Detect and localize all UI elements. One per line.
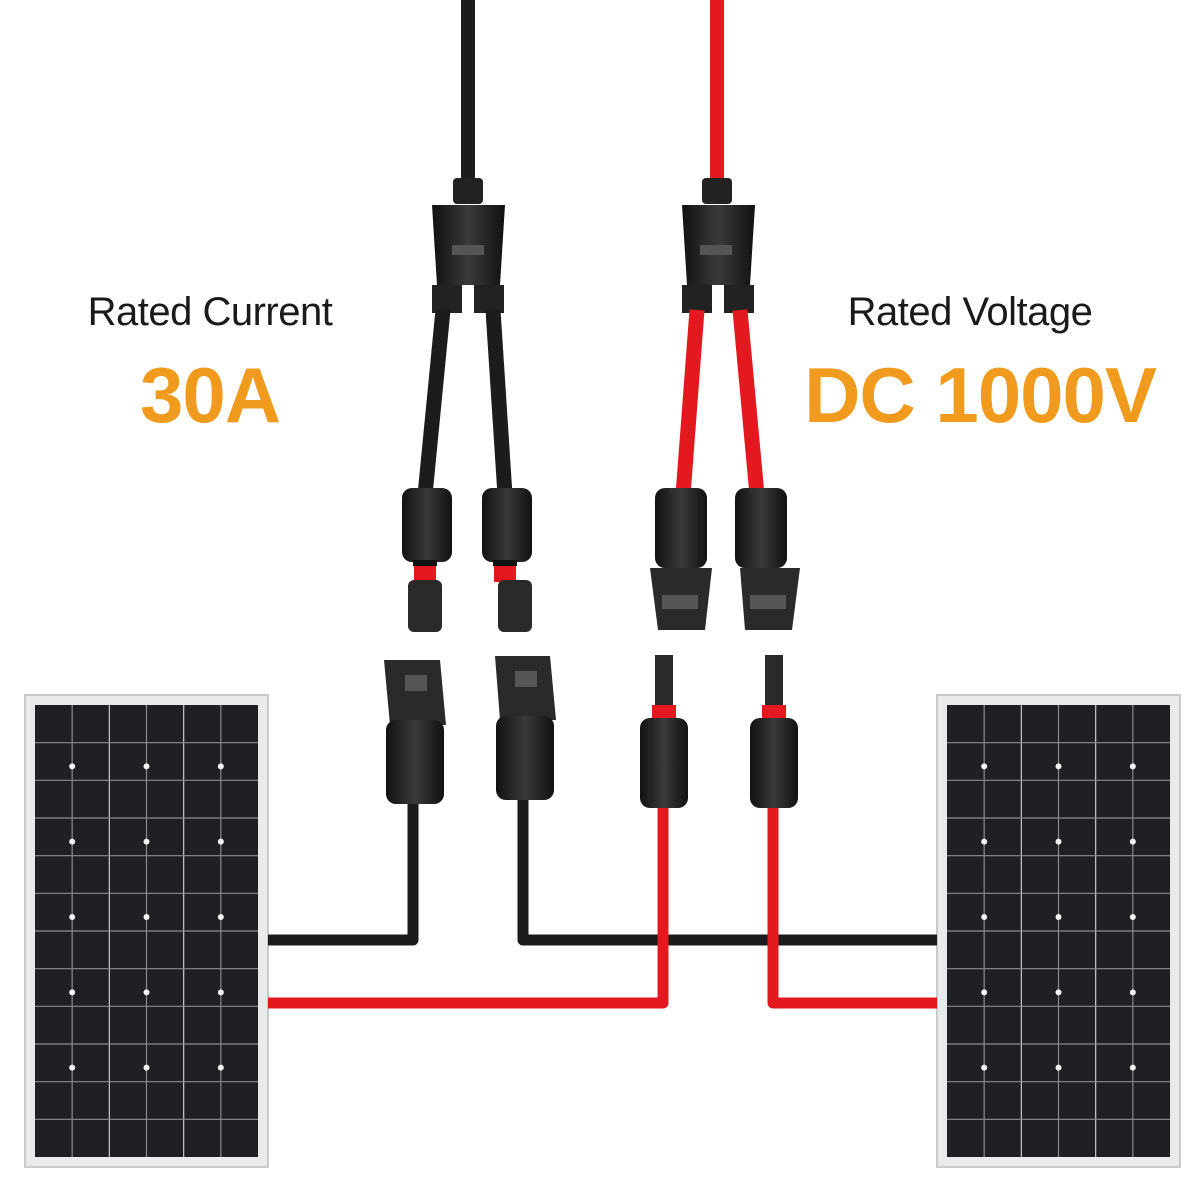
red-connector-right: [735, 488, 800, 630]
black-connector-right: [482, 488, 532, 632]
rated-voltage-value: DC 1000V: [804, 351, 1157, 439]
red-y-branch-cable: [650, 0, 800, 630]
rated-voltage-title: Rated Voltage: [847, 290, 1093, 334]
right-solar-panel: [936, 694, 1181, 1168]
panel-connector-red-1: [640, 655, 688, 808]
bottom-black-wire: [268, 800, 937, 946]
rated-current-value: 30A: [139, 351, 281, 439]
black-connector-left: [402, 488, 452, 632]
bottom-red-wire: [268, 808, 937, 1009]
panel-connector-red-2: [750, 655, 798, 808]
rated-current-title: Rated Current: [87, 290, 333, 334]
black-y-branch-cable: [402, 0, 532, 632]
red-connector-left: [650, 488, 712, 630]
panel-connector-black-1: [384, 660, 446, 804]
left-solar-panel: [24, 694, 269, 1168]
panel-connector-black-2: [495, 656, 556, 800]
